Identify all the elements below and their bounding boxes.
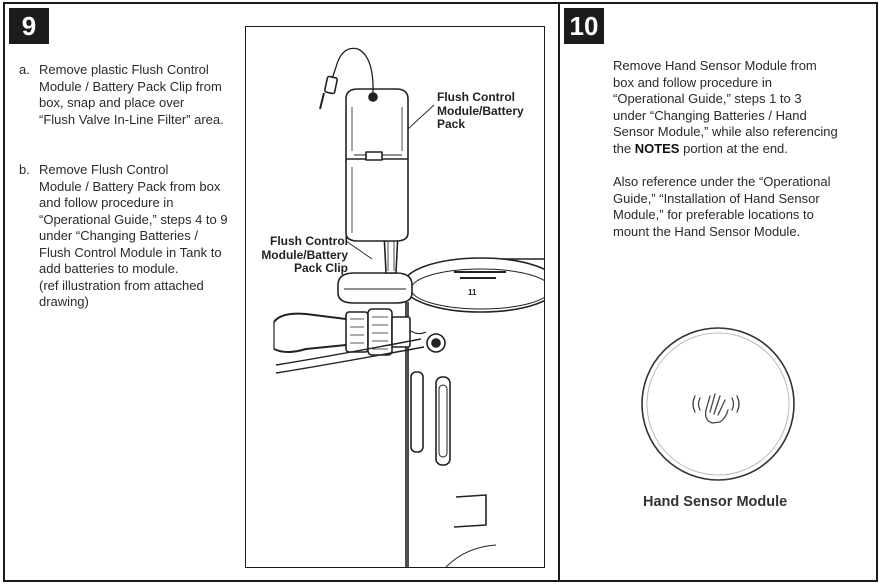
step-10-paragraph-1: Remove Hand Sensor Module from box and f… [613,58,875,157]
text-line: Remove plastic Flush Control [39,62,209,77]
step-10-number: 10 [564,8,604,44]
text-line: mount the Hand Sensor Module. [613,223,801,239]
callout-line: Module/Battery [437,103,524,118]
step-9a-text: Remove plastic Flush Control Module / Ba… [39,62,239,128]
text-line: (ref illustration from attached [39,277,204,293]
text-line: Remove Hand Sensor Module from [613,58,817,73]
callout-line: Flush Control [437,90,515,104]
step-9b-label: b. [19,162,30,177]
flush-valve-drawing: 11 [273,47,544,567]
text-line: add batteries to module. [39,261,179,276]
step-9-panel: 9 a. Remove plastic Flush Control Module… [3,2,560,582]
hand-sensor-caption: Hand Sensor Module [643,494,788,510]
step-10-paragraph-2: Also reference under the “Operational Gu… [613,174,875,240]
callout-line: Flush Control [270,234,348,248]
text-line: Also reference under the “Operational [613,174,831,189]
svg-text:11: 11 [468,288,477,297]
text-line: box, snap and place over [39,95,185,110]
hand-sensor-module-illustration [641,327,795,481]
step-9-number: 9 [9,8,49,44]
text-line: Module,” for preferable locations to [613,207,814,222]
text-line: Remove Flush Control [39,162,169,177]
callout-line: Module/Battery [261,247,348,262]
callout-line: Pack [437,117,466,131]
step-9b-instruction: b. Remove Flush Control Module / Battery… [19,162,249,312]
text-line: under “Changing Batteries / Hand [613,107,807,123]
text-line: Module / Battery Pack Clip from [39,78,222,94]
step-9a-instruction: a. Remove plastic Flush Control Module /… [19,62,249,132]
step-9b-text: Remove Flush Control Module / Battery Pa… [39,162,239,311]
text-span: the [613,140,635,156]
text-line: the NOTES portion at the end. [613,141,875,158]
text-line: under “Changing Batteries / [39,228,198,243]
step-9a-label: a. [19,62,30,77]
wave-hand-icon [692,393,740,424]
text-span: portion at the end. [679,140,788,156]
notes-emphasis: NOTES [634,140,680,156]
callout-line: Pack Clip [293,261,348,275]
text-line: Sensor Module,” while also referencing [613,124,838,139]
text-line: Flush Control Module in Tank to [39,244,222,260]
text-line: box and follow procedure in [613,74,772,90]
battery-pack-callout: Flush Control Module/Battery Pack [437,90,524,132]
battery-clip-callout: Flush Control Module/Battery Pack Clip [256,234,348,276]
flush-control-illustration: 11 Flush Control Module/Battery Pack Flu… [245,26,545,568]
text-line: drawing) [39,294,89,309]
text-line: “Operational Guide,” steps 4 to 9 [39,211,228,227]
text-line: “Flush Valve In-Line Filter” area. [39,111,224,127]
step-10-panel: 10 Remove Hand Sensor Module from box an… [558,2,878,582]
text-line: Module / Battery Pack from box [39,178,221,194]
text-line: “Operational Guide,” steps 1 to 3 [613,91,802,106]
text-line: Guide,” “Installation of Hand Sensor [613,190,820,206]
text-line: and follow procedure in [39,195,174,210]
